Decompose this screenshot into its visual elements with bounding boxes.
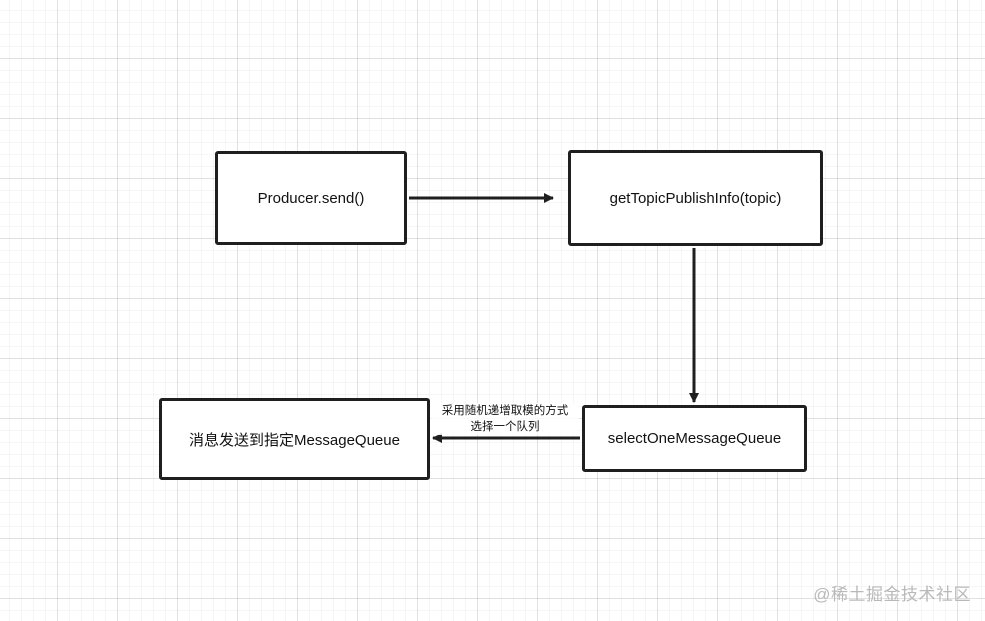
node-get-topic-publish-info: getTopicPublishInfo(topic) — [568, 150, 823, 246]
node-label: selectOneMessageQueue — [607, 430, 782, 447]
node-select-one-message-queue: selectOneMessageQueue — [582, 405, 807, 472]
edge-label-random-selection: 采用随机递增取模的方式 选择一个队列 — [431, 403, 579, 435]
node-producer-send: Producer.send() — [215, 151, 407, 245]
node-deliver-to-message-queue: 消息发送到指定MessageQueue — [159, 398, 430, 480]
node-label: Producer.send() — [257, 189, 365, 207]
edge-label-line-1: 采用随机递增取模的方式 — [441, 405, 569, 417]
node-label: getTopicPublishInfo(topic) — [609, 189, 782, 207]
edge-label-line-2: 选择一个队列 — [470, 421, 540, 433]
watermark: @稀土掘金技术社区 — [813, 585, 971, 604]
node-label: 消息发送到指定MessageQueue — [189, 431, 400, 449]
